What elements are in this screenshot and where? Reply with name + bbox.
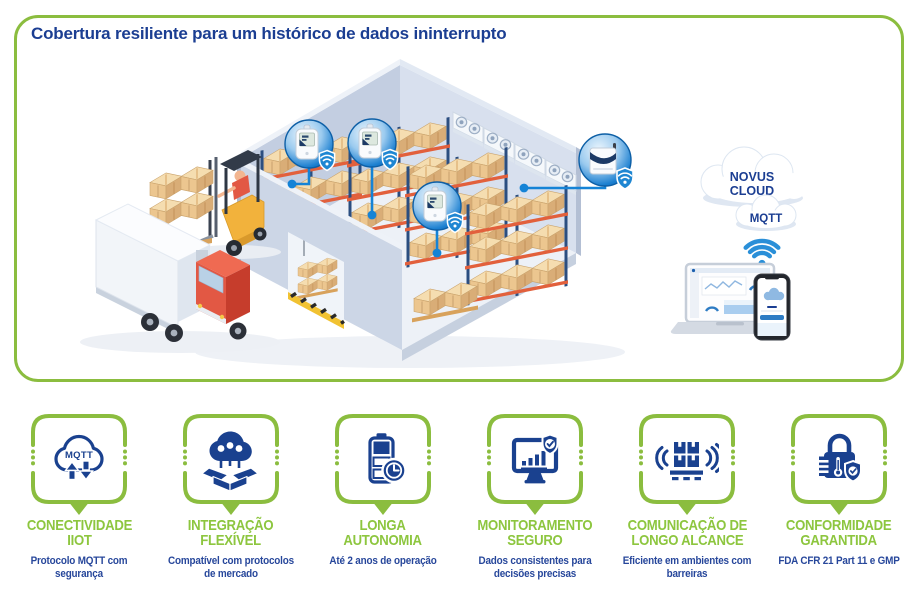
feature-description: Dados consistentes para decisões precisa… — [478, 555, 592, 581]
bubble-frame — [639, 414, 735, 515]
secure-monitor-icon — [511, 433, 559, 484]
laptop — [670, 262, 790, 334]
floor-stack — [412, 278, 479, 323]
battery-clock-icon — [368, 433, 407, 484]
feature-bubble — [637, 412, 737, 516]
feature-bubble — [333, 412, 433, 516]
feature-bubble — [181, 412, 281, 516]
front-wall — [237, 159, 402, 350]
feature-description: Eficiente em ambientes com barreiras — [622, 555, 752, 581]
connector-dots — [287, 179, 529, 258]
svg-text:NOVUS: NOVUS — [730, 170, 774, 184]
feature-description: Compatível com protocolos de mercado — [168, 555, 294, 581]
svg-text:CLOUD: CLOUD — [730, 184, 774, 198]
truck-shadow — [80, 331, 280, 353]
bubble-frame — [183, 414, 279, 515]
svg-text:MQTT: MQTT — [65, 450, 93, 461]
feature-bubble: MQTT — [29, 412, 129, 516]
feature-bubble — [485, 412, 585, 516]
long-range-icon — [655, 442, 719, 481]
novus-cloud: NOVUS CLOUD — [700, 146, 807, 207]
bubble-frame — [487, 414, 583, 515]
integration-box-icon — [201, 431, 259, 491]
sensor-badge-1 — [284, 119, 336, 172]
lock-shield-icon — [817, 433, 862, 483]
gateway-badge — [578, 133, 634, 190]
feature-description: Protocolo MQTT com segurança — [30, 555, 128, 581]
bubble-frame — [335, 414, 431, 515]
svg-text:MQTT: MQTT — [750, 213, 783, 225]
hazard-strip — [288, 291, 345, 329]
feature-bubble — [789, 412, 889, 516]
bubble-frame — [31, 414, 127, 515]
mqtt-cloud-icon: MQTT — [54, 434, 104, 481]
smartphone — [753, 273, 791, 341]
feature-description: Até 2 anos de operação — [329, 555, 437, 568]
bubble-frame — [791, 414, 887, 515]
mqtt-cloud: MQTT — [735, 194, 797, 231]
feature-description: FDA CFR 21 Part 11 e GMP — [778, 555, 900, 568]
sensor-badge-3 — [412, 181, 464, 234]
truck-cab — [196, 250, 250, 324]
sensor-badge-2 — [347, 118, 399, 171]
panel-title: Cobertura resiliente para um histórico d… — [31, 24, 507, 43]
truck — [94, 203, 250, 342]
